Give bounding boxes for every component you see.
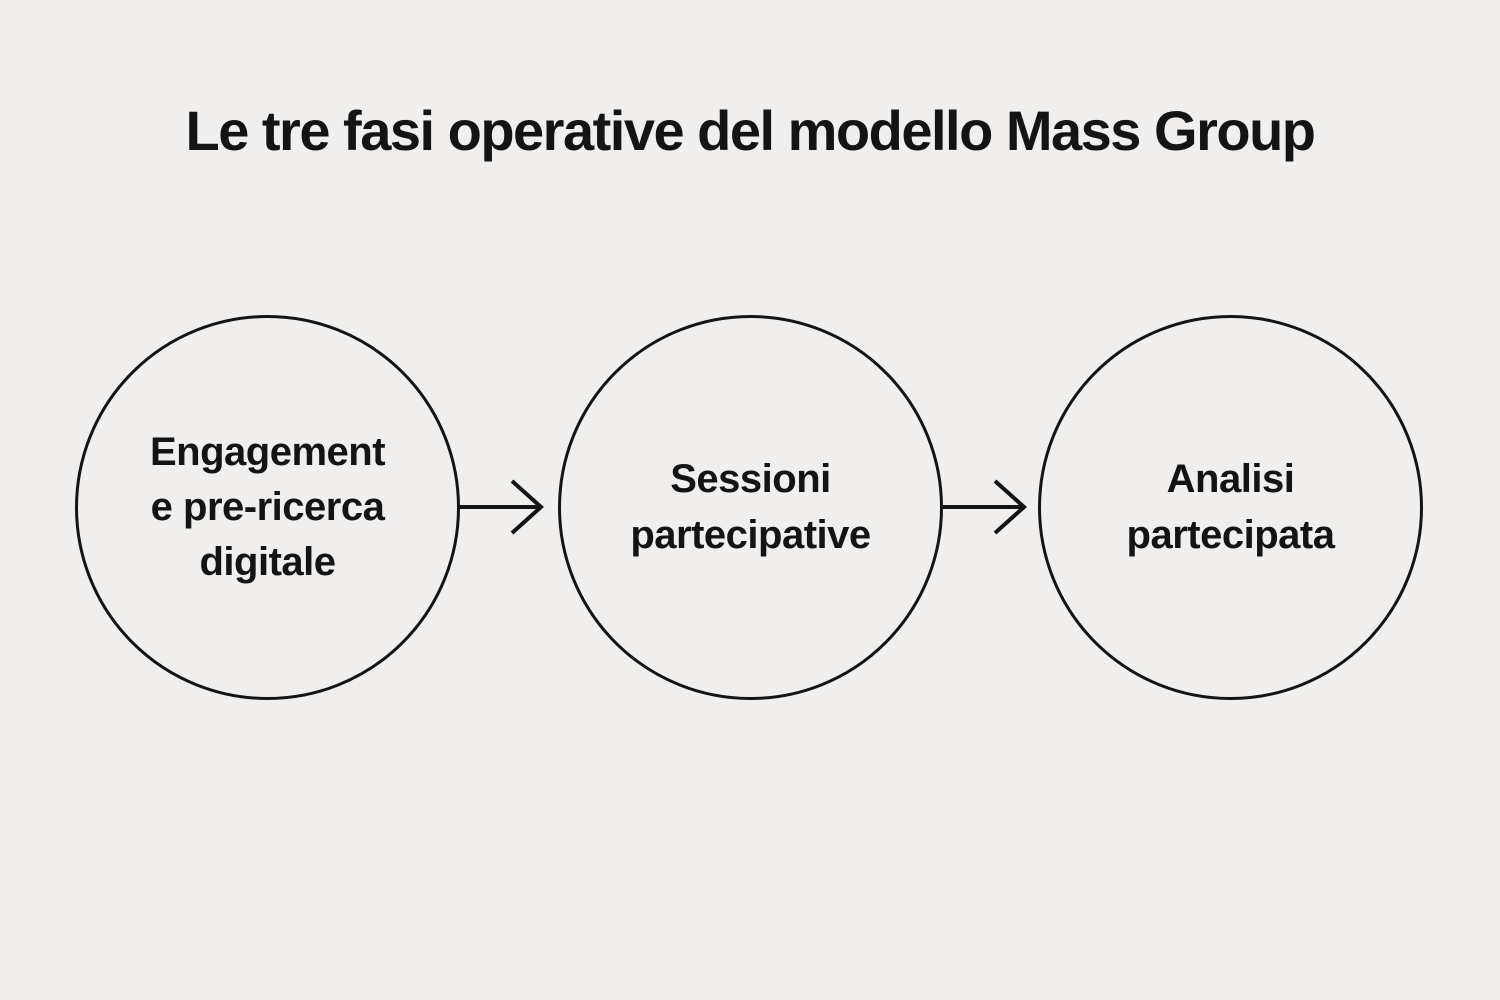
flow-step-engagement: Engagement e pre-ricerca digitale xyxy=(75,315,460,700)
flow-step-label: Analisi partecipata xyxy=(1126,457,1335,557)
flow-step-label: Sessioni partecipative xyxy=(630,457,871,557)
flow-step-analisi: Analisi partecipata xyxy=(1038,315,1423,700)
flow-step-sessioni: Sessioni partecipative xyxy=(558,315,943,700)
arrow-right-icon xyxy=(940,475,1030,539)
diagram-title: Le tre fasi operative del modello Mass G… xyxy=(185,99,1316,162)
arrow-right-icon xyxy=(457,475,547,539)
flow-step-label: Engagement e pre-ricerca digitale xyxy=(149,429,386,585)
